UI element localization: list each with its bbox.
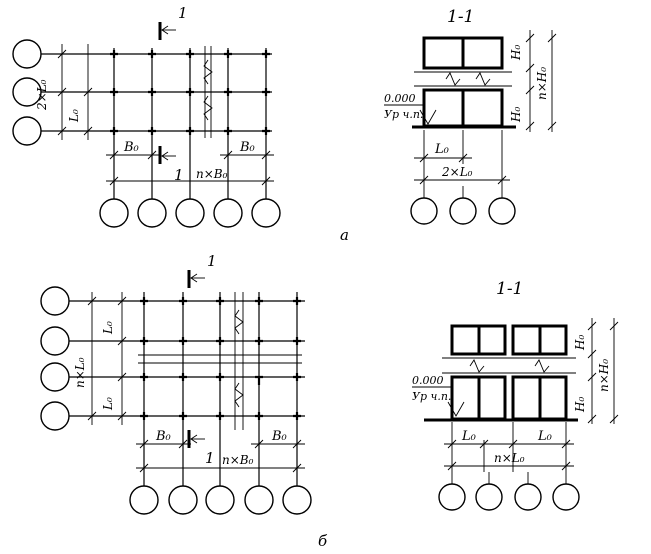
section-mark-top: 1	[207, 252, 217, 270]
dim-L-label: L₀	[67, 109, 81, 123]
dim-L-bottom: L₀	[101, 397, 115, 411]
dim-B-right-label: B₀	[271, 429, 288, 444]
axis-marker	[488, 197, 516, 225]
panel-caption-b: б	[318, 532, 328, 550]
axis-marker	[438, 483, 466, 511]
axis-marker	[213, 198, 243, 228]
axis-marker	[129, 485, 159, 515]
axis-marker	[552, 483, 580, 511]
axis-marker	[449, 197, 477, 225]
axis-marker	[12, 39, 42, 69]
axis-marker	[40, 286, 70, 316]
axis-marker	[99, 198, 129, 228]
dim-H-top: H₀	[509, 45, 523, 61]
level-value: 0.000	[384, 92, 416, 105]
section-mark-bottom: 1	[174, 166, 184, 184]
column-crosses	[140, 297, 301, 420]
axis-marker	[175, 198, 205, 228]
axis-marker	[137, 198, 167, 228]
dim-H-top: H₀	[573, 335, 587, 351]
axis-marker	[251, 198, 281, 228]
axis-marker	[244, 485, 274, 515]
axis-marker	[12, 116, 42, 146]
panel-caption-a: а	[340, 226, 349, 244]
axis-marker	[40, 362, 70, 392]
dim-L-right: L₀	[537, 429, 553, 444]
axis-marker	[168, 485, 198, 515]
panel-b-section: 1-1 H₀ H₀ n×H₀ 0.000 Ур ч.п.	[412, 279, 619, 511]
level-value: 0.000	[412, 374, 444, 387]
level-label: Ур ч.п.	[384, 108, 423, 121]
dim-B-right-label: B₀	[239, 140, 256, 155]
dim-H-bottom: H₀	[509, 107, 523, 123]
panel-a-section: 1-1 H₀ H₀ n×H₀ 0.000 Ур ч.п. L₀ 2×L₀	[340, 7, 557, 244]
dim-2L: 2×L₀	[441, 165, 473, 179]
dim-nL: n×L₀	[73, 357, 87, 388]
dim-B-left-label: B₀	[155, 429, 172, 444]
level-label: Ур ч.п.	[412, 390, 451, 403]
axis-marker	[40, 326, 70, 356]
axis-marker	[40, 401, 70, 431]
column-crosses	[110, 50, 270, 135]
section-title: 1-1	[496, 279, 523, 299]
section-mark-top: 1	[178, 4, 188, 22]
panel-b-plan: L₀ n×L₀ L₀ B₀ B₀ n×B₀ 1 1	[40, 252, 312, 515]
dim-nB-label: n×B₀	[196, 167, 228, 181]
axis-marker	[282, 485, 312, 515]
dim-nH: n×H₀	[535, 67, 549, 100]
dim-L: L₀	[434, 142, 450, 157]
axis-marker	[514, 483, 542, 511]
dim-nH: n×H₀	[597, 359, 611, 392]
dim-2L-label: 2×L₀	[35, 79, 49, 111]
axis-marker	[475, 483, 503, 511]
dim-nL: n×L₀	[494, 451, 525, 465]
dim-B-left-label: B₀	[123, 140, 140, 155]
axis-marker	[205, 485, 235, 515]
dim-H-bottom: H₀	[573, 397, 587, 413]
dim-L-left: L₀	[461, 429, 477, 444]
panel-a-plan: 2×L₀ L₀ B₀ B₀ n×B₀ 1 1	[12, 4, 281, 228]
section-title: 1-1	[447, 7, 474, 27]
section-mark-bottom: 1	[205, 449, 215, 467]
axis-marker	[410, 197, 438, 225]
dim-L-top: L₀	[101, 321, 115, 335]
dim-nB-label: n×B₀	[222, 453, 254, 467]
